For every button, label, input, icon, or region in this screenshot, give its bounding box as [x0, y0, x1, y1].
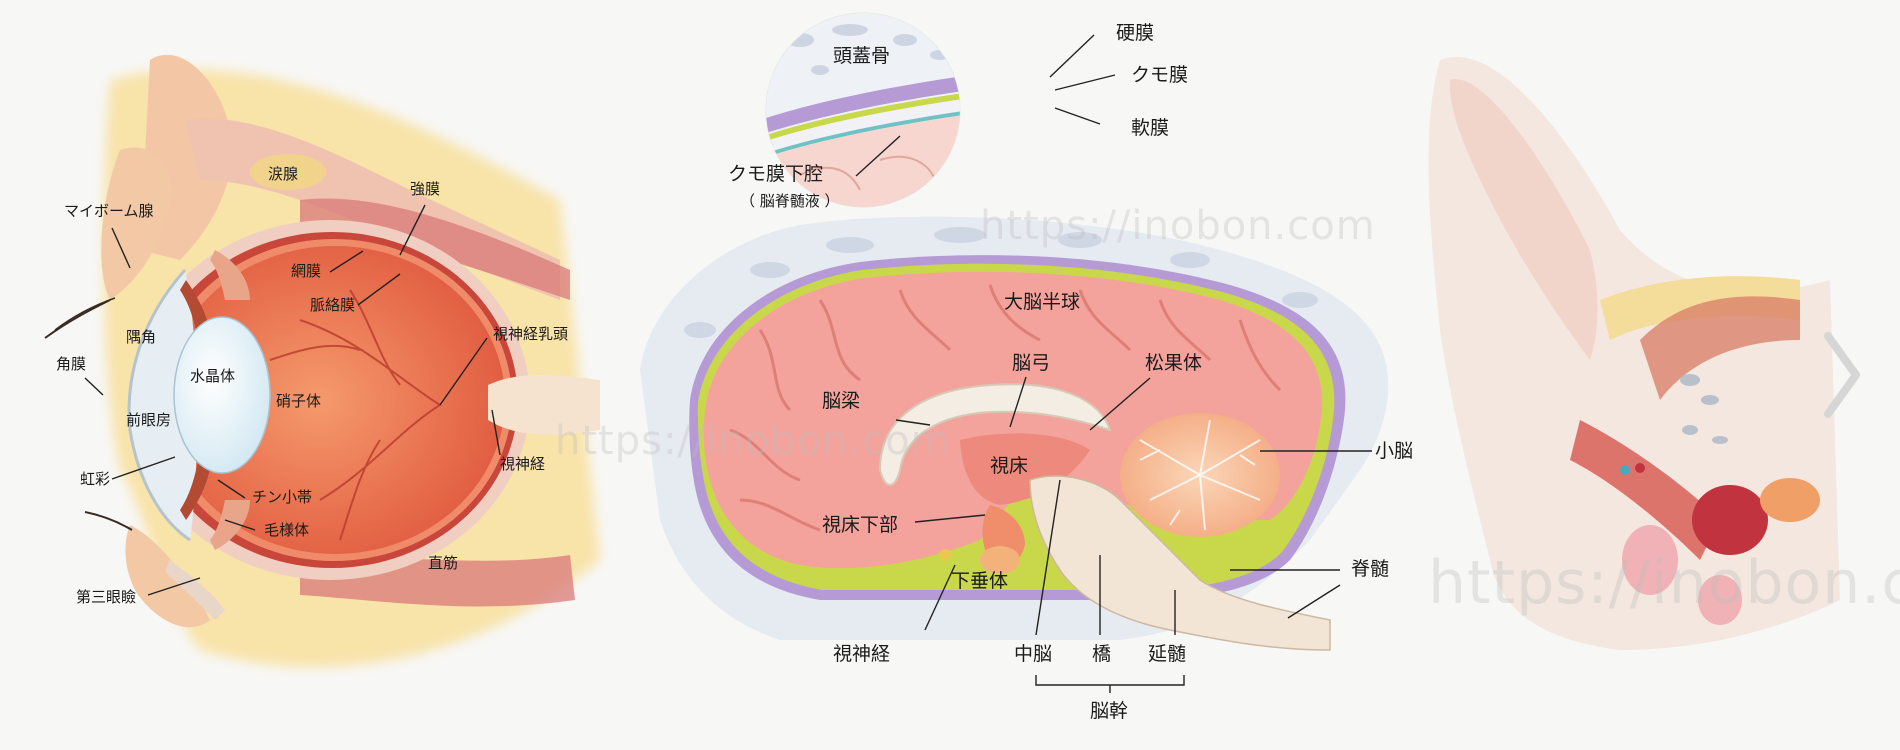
- label-pons: 橋: [1092, 643, 1112, 665]
- label-ciliary-body: 毛様体: [264, 521, 310, 539]
- eye-illustration: [44, 54, 600, 668]
- label-skull: 頭蓋骨: [833, 45, 891, 67]
- label-optic-disc: 視神経乳頭: [493, 325, 569, 343]
- label-pituitary: 下垂体: [951, 570, 1009, 592]
- label-sclera: 強膜: [410, 180, 441, 198]
- label-cornea: 角膜: [56, 355, 87, 373]
- label-medulla: 延髄: [1148, 643, 1187, 665]
- label-corpus-callosum: 脳梁: [822, 390, 861, 412]
- carousel-next-button[interactable]: [1822, 330, 1862, 420]
- label-midbrain: 中脳: [1014, 643, 1053, 665]
- label-thalamus: 視床: [990, 455, 1029, 477]
- label-zonule: チン小帯: [252, 488, 313, 506]
- label-hypothalamus: 視床下部: [822, 514, 899, 536]
- chevron-right-icon: [1824, 332, 1860, 418]
- leader-lines: [84, 34, 1372, 693]
- watermark-text: https://inobon.com: [980, 203, 1376, 249]
- watermark-text: https://inobon.com: [555, 418, 951, 464]
- label-meibomian-gland: マイボーム腺: [64, 202, 154, 220]
- label-arachnoid: クモ膜: [1131, 64, 1189, 86]
- label-fornix: 脳弓: [1012, 352, 1051, 374]
- label-rectus-muscle: 直筋: [428, 554, 459, 572]
- label-optic-nerve-brain: 視神経: [833, 643, 891, 665]
- label-csf: （ 脳脊髄液 ）: [740, 192, 840, 210]
- label-pineal-body: 松果体: [1145, 352, 1203, 374]
- watermark-text: https://inobon.com: [1428, 548, 1900, 618]
- label-optic-nerve-eye: 視神経: [500, 455, 546, 473]
- label-cerebral-hemisphere: 大脳半球: [1004, 291, 1081, 313]
- brain-illustration: [640, 216, 1389, 651]
- label-anterior-chamber: 前眼房: [126, 411, 172, 429]
- label-retina: 網膜: [291, 262, 322, 280]
- label-third-eyelid: 第三眼瞼: [76, 588, 137, 606]
- ear-illustration: [1428, 56, 1840, 651]
- label-pia-mater: 軟膜: [1131, 117, 1170, 139]
- label-choroid: 脈絡膜: [310, 296, 356, 314]
- label-lacrimal-gland: 涙腺: [268, 165, 299, 183]
- label-iris: 虹彩: [80, 470, 111, 488]
- label-dura-mater: 硬膜: [1116, 22, 1155, 44]
- label-spinal-cord: 脊髄: [1351, 558, 1390, 580]
- meninges-inset: [765, 12, 961, 208]
- label-lens: 水晶体: [190, 367, 236, 385]
- label-vitreous-body: 硝子体: [276, 392, 322, 410]
- label-subarachnoid-space: クモ膜下腔: [728, 163, 824, 185]
- label-cerebellum: 小脳: [1375, 440, 1414, 462]
- label-brainstem: 脳幹: [1090, 700, 1129, 722]
- label-iridocorneal-angle: 隅角: [126, 328, 157, 346]
